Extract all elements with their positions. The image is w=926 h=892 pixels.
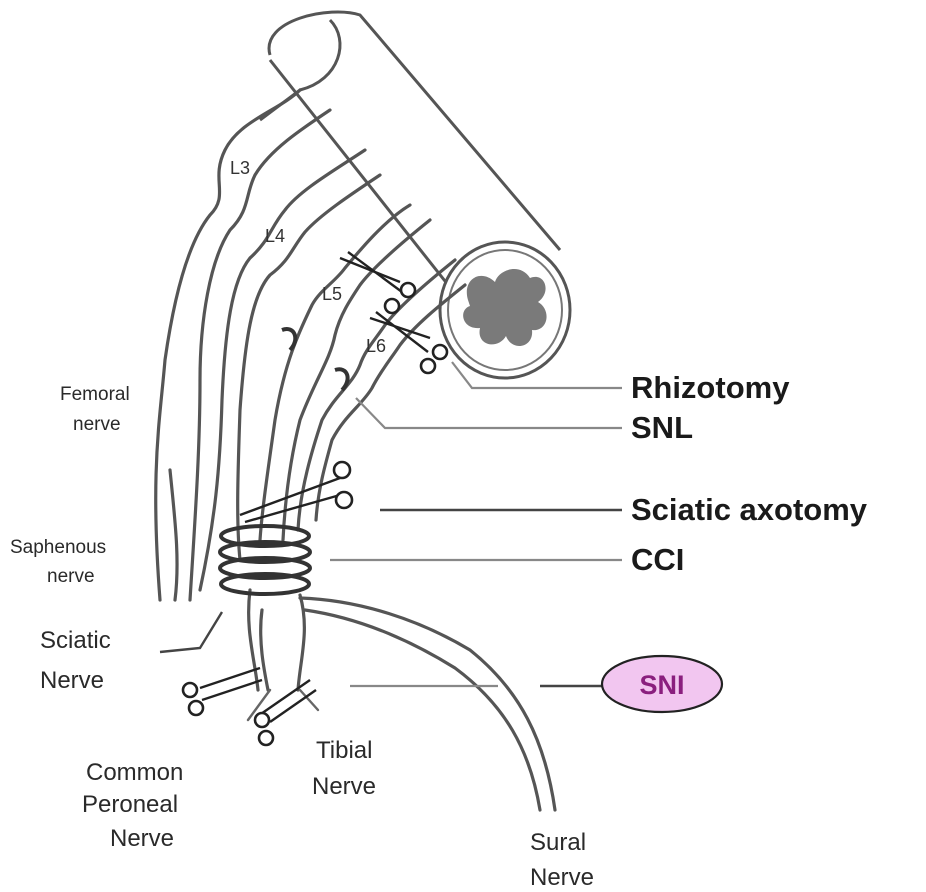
saphenous-label-line1: Saphenous xyxy=(10,537,106,558)
sciatic-label-line1: Sciatic xyxy=(40,627,111,654)
femoral-label-line2: nerve xyxy=(73,414,121,435)
root-label-l5: L5 xyxy=(322,284,342,304)
sni-badge: SNI xyxy=(602,656,722,712)
root-label-l3: L3 xyxy=(230,158,250,178)
axotomy-scissors-icon xyxy=(240,462,352,522)
saphenous-label-line2: nerve xyxy=(47,566,95,587)
spinal-cord xyxy=(260,12,570,378)
sciatic-label-line2: Nerve xyxy=(40,667,104,694)
sural-label-line2: Nerve xyxy=(530,864,594,891)
peroneal-label-line2: Peroneal xyxy=(82,791,178,818)
tibial-label-line2: Nerve xyxy=(312,773,376,800)
leader-lines xyxy=(160,362,622,686)
cci-ligature-icon xyxy=(220,526,310,594)
sciatic-axotomy-label: Sciatic axotomy xyxy=(631,492,868,527)
cci-label: CCI xyxy=(631,542,684,577)
tibial-label-line1: Tibial xyxy=(316,737,372,764)
sural-label-line1: Sural xyxy=(530,829,586,856)
rhizotomy-label: Rhizotomy xyxy=(631,370,790,405)
sni-label: SNI xyxy=(639,670,684,700)
sni-scissors-icon xyxy=(183,668,316,745)
peroneal-label-line3: Nerve xyxy=(110,825,174,852)
snl-ligature-icon xyxy=(282,329,348,390)
femoral-label-line1: Femoral xyxy=(60,384,130,405)
root-label-l6: L6 xyxy=(366,336,386,356)
root-label-l4: L4 xyxy=(265,226,285,246)
peroneal-label-line1: Common xyxy=(86,759,183,786)
snl-label: SNL xyxy=(631,410,693,445)
